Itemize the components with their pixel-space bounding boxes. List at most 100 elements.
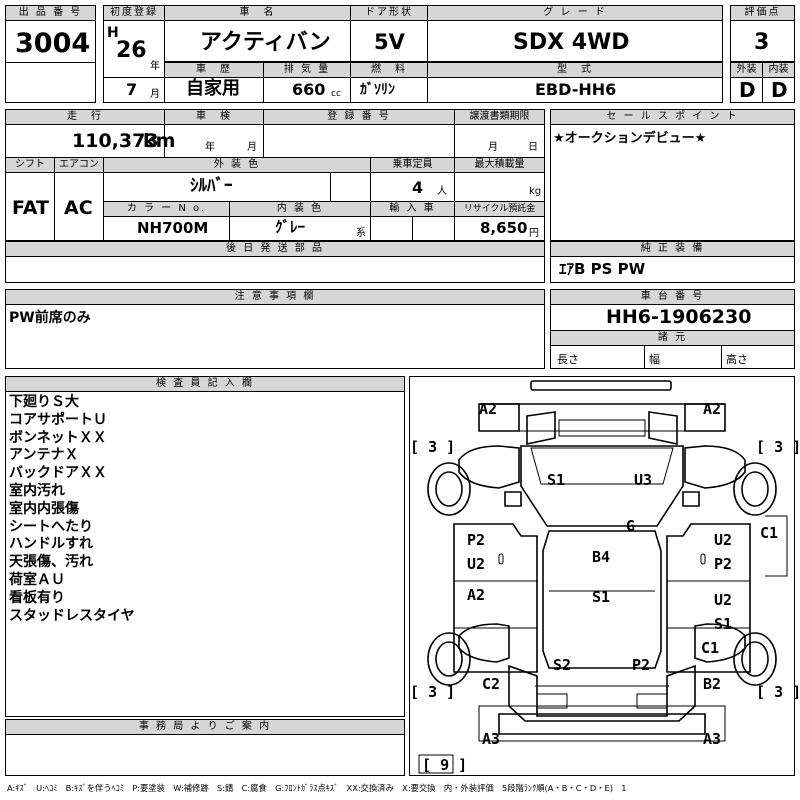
lot-number: 3004 — [15, 28, 91, 59]
inspector-notes: 下廻りＳ大 コアサポートＵ ボンネットＸＸ アンテナＸ バックドアＸＸ 室内汚れ… — [9, 394, 135, 625]
displacement-value: 660 — [292, 80, 326, 99]
spec-height: 高さ — [726, 353, 748, 366]
damage-right-fender: C1 — [760, 524, 779, 542]
damage-rear-left-quarter: C2 — [482, 675, 501, 693]
note-line: 室内汚れ — [9, 482, 65, 499]
spec-length: 長さ — [557, 353, 579, 366]
model-box — [427, 77, 723, 103]
note-line: 下廻りＳ大 — [9, 394, 79, 410]
later-parts-label: 後 日 発 送 部 品 — [5, 241, 545, 257]
color-no-label: カ ラ ー N o. — [103, 201, 230, 217]
interior-box — [762, 77, 795, 103]
tire-rl-score: 3 — [428, 683, 438, 701]
exterior-value: D — [739, 78, 756, 102]
tire-rr-score: 3 — [774, 683, 784, 701]
interior-label: 内装 — [762, 62, 795, 78]
spare-tire-score: 9 — [440, 756, 450, 774]
transfer-month: 月 — [488, 142, 498, 153]
damage-roof-rear: S1 — [592, 588, 611, 606]
inspector-box — [5, 391, 405, 717]
era-value: H — [107, 25, 119, 41]
history-label: 車 歴 — [164, 62, 264, 78]
legend-text: A:ｷｽﾞ U:ﾍｺﾐ B:ｷｽﾞを伴うﾍｺﾐ P:要塗装 W:補修跡 S:錆 … — [7, 783, 627, 793]
damage-left-rear-door: A2 — [467, 586, 486, 604]
chassis-label: 車 台 番 号 — [550, 289, 795, 305]
month-unit: 月 — [150, 89, 160, 100]
damage-rear-left-bumper: A3 — [482, 730, 501, 748]
fuel-label: 燃 料 — [350, 62, 428, 78]
damage-hood-right: U3 — [634, 471, 653, 489]
notice-text: PW前席のみ — [9, 310, 91, 326]
damage-front-left-bumper: A2 — [479, 400, 498, 418]
equipment-label: 純 正 装 備 — [550, 241, 795, 257]
door-value: 5V — [374, 30, 405, 54]
tire-fl-score: 3 — [428, 438, 438, 456]
score-box — [730, 20, 795, 62]
int-color-label: 内 装 色 — [229, 201, 371, 217]
office-label: 事 務 局 よ り ご 案 内 — [5, 719, 405, 735]
damage-right-rear-door: U2 S1 — [714, 588, 736, 636]
shift-label: シフト — [5, 157, 55, 173]
note-line: コアサポートＵ — [9, 411, 107, 428]
history-value: 自家用 — [186, 78, 240, 99]
transfer-label: 譲渡書類期限 — [454, 109, 545, 125]
damage-rear-center-left: S2 — [553, 656, 572, 674]
tire-rl-bracket: [ 3 ] — [410, 683, 456, 701]
damage-rear-right-bumper: A3 — [703, 730, 722, 748]
load-unit: kg — [529, 186, 542, 197]
notice-box — [5, 304, 545, 369]
note-line: アンテナＸ — [9, 447, 79, 464]
damage-front-right-bumper: A2 — [703, 400, 722, 418]
lot-label: 出 品 番 号 — [5, 5, 96, 21]
equipment-box — [550, 256, 795, 283]
damage-rfd-text: U2 P2 — [714, 531, 733, 573]
ac-value: AC — [64, 197, 93, 219]
recycle-box — [454, 216, 545, 241]
tire-rr-bracket: [ 3 ] — [756, 683, 800, 701]
note-line: スタッドレスタイヤ — [9, 607, 135, 624]
grade-box — [427, 20, 723, 62]
damage-left-front-door: P2 U2 — [467, 528, 489, 576]
score-label: 評価点 — [730, 5, 795, 21]
tire-fl-bracket: [ 3 ] — [410, 438, 456, 456]
tire-fr-score: 3 — [774, 438, 784, 456]
mileage-label: 走 行 — [5, 109, 165, 125]
spec-width: 幅 — [649, 353, 660, 366]
capacity-label: 乗車定員 — [370, 157, 455, 173]
grade-label: グ レ ー ド — [427, 5, 723, 21]
chassis-number: HH6-1906230 — [606, 306, 752, 328]
specs-label: 諸 元 — [550, 330, 795, 346]
score-value: 3 — [754, 30, 770, 55]
grade-value: SDX 4WD — [513, 30, 630, 55]
damage-lfd-text: P2 U2 — [467, 531, 486, 573]
exterior-label: 外装 — [730, 62, 763, 78]
int-color-unit: 系 — [356, 228, 366, 239]
load-label: 最大積載量 — [454, 157, 545, 173]
shift-value: FAT — [12, 197, 49, 219]
sales-point-text: ★オークションデビュー★ — [553, 131, 707, 146]
notice-label: 注 意 事 項 欄 — [5, 289, 545, 305]
year-value: 26 — [116, 38, 147, 63]
note-line: バックドアＸＸ — [9, 465, 107, 482]
car-name-label: 車 名 — [164, 5, 351, 21]
equipment-text: ｴｱB PS PW — [559, 260, 646, 278]
recycle-unit: 円 — [529, 228, 539, 239]
first-reg-label: 初度登録 — [103, 5, 165, 21]
color-label: 外 装 色 — [103, 157, 371, 173]
transfer-day: 日 — [528, 142, 538, 153]
note-line: 天張傷、汚れ — [9, 554, 93, 571]
mileage-unit: km — [143, 130, 176, 152]
ac-label: エアコン — [54, 157, 104, 173]
color-value: ｼﾙﾊﾞｰ — [190, 176, 233, 196]
specs-box — [550, 345, 795, 369]
recycle-label: リサイクル預託金 — [454, 201, 545, 217]
damage-right-front-door: U2 P2 — [714, 528, 736, 576]
spare-tire-score-bracket: [ 9 ] — [422, 756, 468, 774]
damage-rrd-text: U2 S1 — [714, 591, 733, 633]
capacity-value: 4 — [412, 178, 424, 197]
import-label: 輸 入 車 — [370, 201, 455, 217]
insp-year-unit: 年 — [205, 142, 215, 153]
displacement-label: 排 気 量 — [263, 62, 351, 78]
tire-fr-bracket: [ 3 ] — [756, 438, 800, 456]
month-value: 7 — [126, 80, 138, 99]
